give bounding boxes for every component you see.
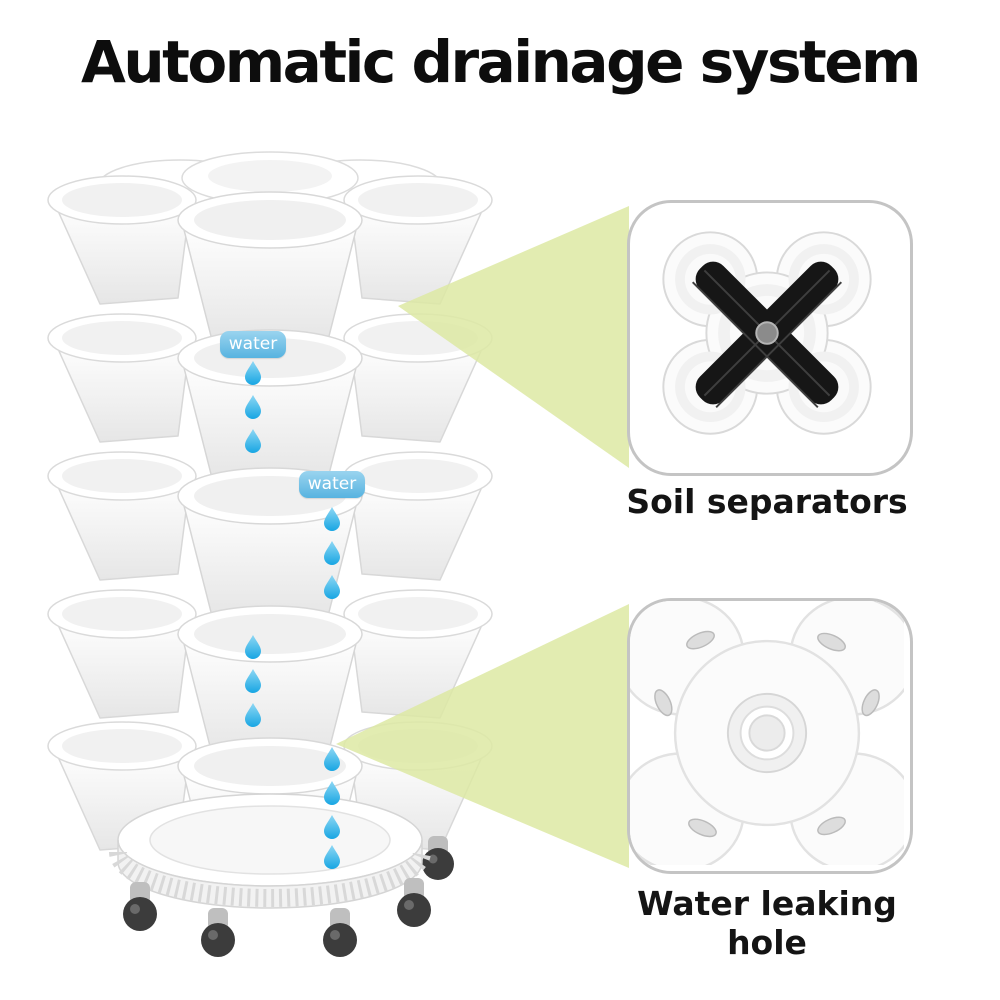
caster-wheel <box>323 908 357 957</box>
caster-wheel <box>123 882 157 931</box>
tower-base <box>109 793 431 909</box>
water-leaking-hole-graphic <box>630 601 910 871</box>
page-title: Automatic drainage system <box>81 28 921 96</box>
drainage-hole <box>726 692 808 774</box>
soil-separators-callout <box>627 200 913 476</box>
soil-separators-label: Soil separators <box>626 482 908 521</box>
soil-separator-graphic <box>662 231 872 435</box>
caster-wheel <box>397 878 431 927</box>
water-badge: water <box>220 331 286 358</box>
caster-wheel <box>201 908 235 957</box>
separator-cross <box>691 261 843 409</box>
water-leaking-hole-label: Water leaking hole <box>637 884 897 962</box>
water-leaking-hole-callout <box>627 598 913 874</box>
planter-tower-graphic <box>47 151 493 957</box>
planter-tower <box>40 140 500 985</box>
water-badge: water <box>299 471 365 498</box>
